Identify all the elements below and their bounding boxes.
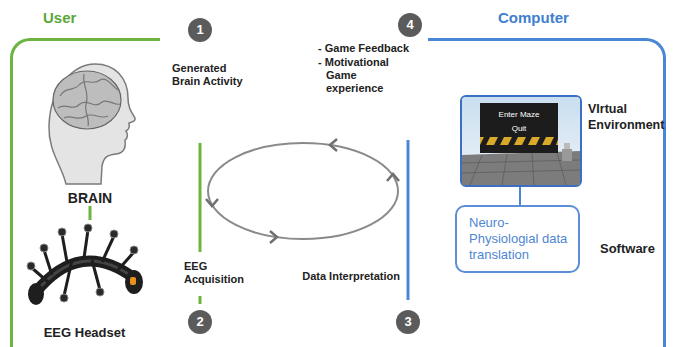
connector-line <box>519 187 521 205</box>
software-box: Neuro-Physiologial data translationSoftw… <box>455 205 580 273</box>
box-text: Neuro-Physiologial data translation <box>469 215 568 263</box>
step-label: - Game Feedback <box>318 42 409 55</box>
step-label: Generated Brain Activity <box>172 62 256 88</box>
frame-title: User <box>43 9 76 26</box>
screen-text: Enter Maze <box>480 110 558 120</box>
figure-label: EEG Headset <box>22 325 147 340</box>
cycle-arrowhead <box>206 199 218 206</box>
computer-divider <box>407 140 410 300</box>
step-label: Data Interpretation <box>302 270 400 283</box>
box-heading: VIrtual Environment <box>588 101 672 133</box>
environment-screen: VIrtual Environment <box>460 95 582 187</box>
callout-circle: 1 <box>188 18 212 42</box>
cycle-ellipse <box>208 143 398 239</box>
callout-number: 2 <box>188 310 212 334</box>
user-divider <box>199 143 202 252</box>
screen-text: Quit <box>480 124 558 134</box>
connector-line <box>89 206 92 220</box>
figure-label: BRAIN <box>40 190 140 206</box>
computer-frame: ComputerVIrtual EnvironmentNeuro-Physiol… <box>428 38 666 347</box>
brain-figure: BRAIN <box>40 56 140 206</box>
frame-title: Computer <box>498 9 569 26</box>
callout-number: 4 <box>398 13 422 37</box>
headset-illustration <box>22 220 147 320</box>
box-heading: Software <box>600 241 655 256</box>
callout-number: 1 <box>188 18 212 42</box>
step-label: EEG Acquisition <box>184 260 264 286</box>
cycle-arrowhead <box>387 174 399 181</box>
callout-circle: 3 <box>396 310 420 334</box>
user-frame: UserBRAINEEG Headset <box>10 38 160 347</box>
user-divider <box>199 296 202 304</box>
callout-circle: 4 <box>398 13 422 37</box>
cycle-arrowhead <box>270 231 277 243</box>
callout-circle: 2 <box>188 310 212 334</box>
callout-number: 3 <box>396 310 420 334</box>
step-label: - Motivational Game experience <box>318 56 408 95</box>
headset-figure: EEG Headset <box>22 220 147 340</box>
cycle-arrowhead <box>330 139 337 151</box>
head-illustration <box>40 56 140 186</box>
